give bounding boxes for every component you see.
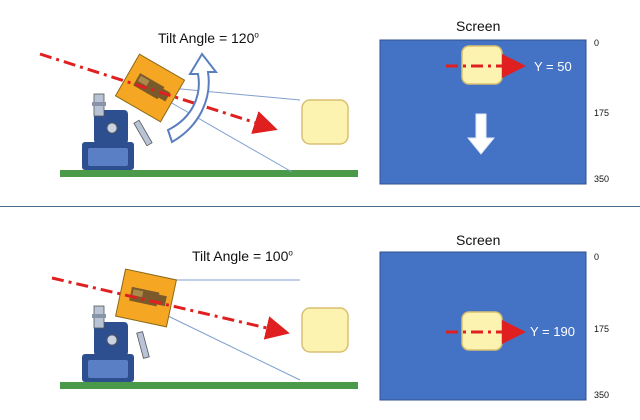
servo-mount [82,305,150,382]
y-tick-350: 350 [594,174,610,184]
ground-bar [60,382,358,389]
tilt-120-panel: Tilt Angle = 120o Screen 0 175 350 Y = 5… [0,2,640,198]
tilt-angle-label: Tilt Angle = 120o [158,30,259,46]
tilt-angle-label: Tilt Angle = 100o [192,248,293,264]
y-tick-175: 175 [594,324,610,334]
servo-mount [82,93,153,170]
rotate-arrow-icon [166,52,219,144]
target-object [301,99,349,145]
y-tick-0: 0 [594,252,600,262]
y-tick-350: 350 [594,390,610,400]
y-value-label: Y = 50 [534,59,572,74]
y-tick-175: 175 [594,108,610,118]
laser-beam [39,52,278,134]
middle-divider-line [0,206,640,207]
field-of-view-lower-line [167,315,301,381]
y-value-label: Y = 190 [530,324,575,339]
down-arrow-icon [466,113,496,155]
laser-beam [51,276,290,340]
ground-bar [60,170,358,177]
tilt-100-diagram [51,251,587,401]
camera-box [114,268,178,328]
target-object [301,307,349,353]
y-tick-0: 0 [594,38,600,48]
field-of-view-upper-line [169,87,301,101]
tilt-100-panel: Tilt Angle = 100o Screen 0 175 350 Y = 1… [0,216,640,412]
screen-title: Screen [456,18,501,34]
tilt-120-diagram [39,39,587,185]
screen-title: Screen [456,232,501,248]
